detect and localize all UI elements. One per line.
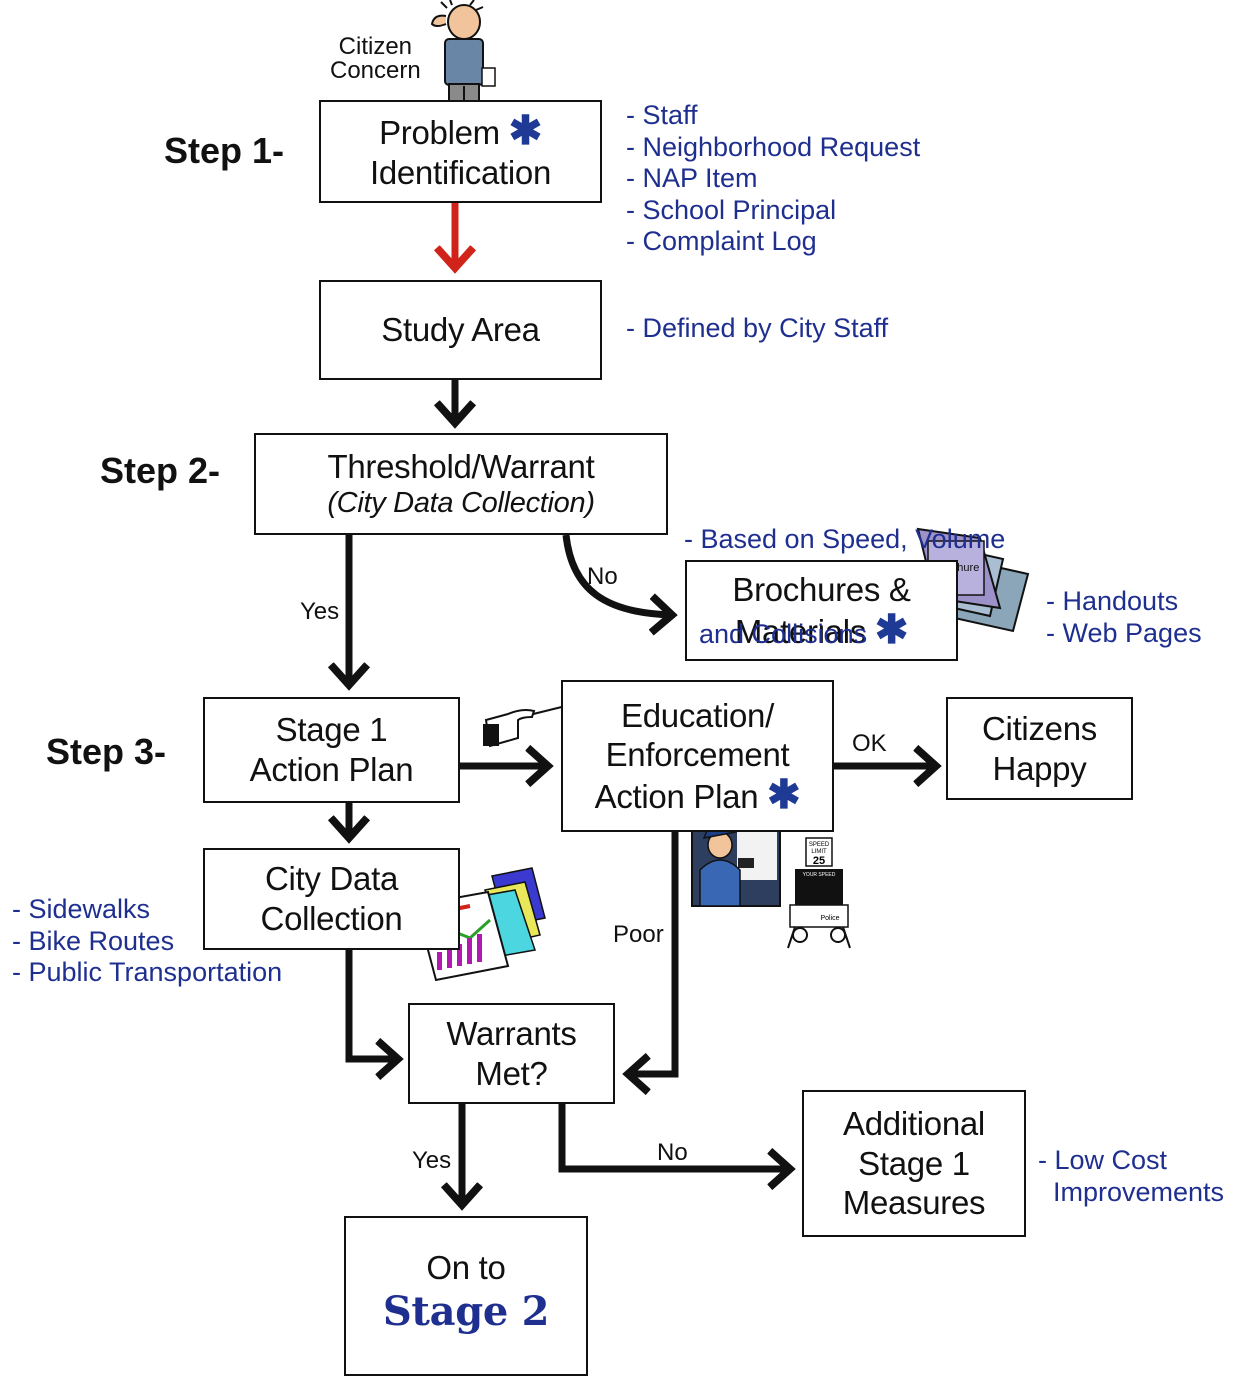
edge-label-yes-warrants: Yes: [412, 1147, 452, 1174]
step-2-label: Step 2-: [100, 450, 221, 491]
list-item: - Low Cost: [1038, 1145, 1168, 1175]
edge-label-ok: OK: [852, 730, 887, 757]
study-area-box[interactable]: Study Area: [319, 280, 602, 380]
arrow-warrants-no: [558, 1104, 790, 1169]
additional-line2: Stage 1: [858, 1144, 970, 1182]
on-to-label: On to: [426, 1249, 506, 1286]
stage2-label: Stage 2: [382, 1287, 550, 1335]
step-3-label: Step 3-: [46, 731, 167, 772]
list-item: - Complaint Log: [626, 226, 817, 256]
edge-label-no-threshold: No: [587, 563, 618, 590]
police-label: Police: [820, 915, 839, 922]
city-data-collection-box[interactable]: City Data Collection: [203, 848, 460, 950]
list-item: - School Principal: [626, 194, 837, 225]
threshold-warrant-box[interactable]: Threshold/Warrant (City Data Collection): [254, 433, 668, 535]
list-item: and Collisions: [684, 618, 868, 649]
list-item: - Neighborhood Request: [626, 131, 921, 162]
citizens-line2: Happy: [992, 749, 1087, 787]
speed-sign-value: 25: [813, 855, 825, 867]
warrants-met-box[interactable]: Warrants Met?: [408, 1003, 615, 1104]
problem-sources-list: - Staff - Neighborhood Request - NAP Ite…: [626, 100, 920, 258]
arrow-citydata-to-warrants: [345, 950, 398, 1059]
problem-identification-box[interactable]: Problem ✱ Identification: [319, 100, 602, 203]
study-area-notes: - Defined by City Staff: [626, 313, 888, 345]
list-item: - Staff: [626, 100, 698, 130]
brochures-materials-box[interactable]: Brochures & Materials ✱: [685, 560, 958, 661]
city-data-notes: - Sidewalks - Bike Routes - Public Trans…: [12, 894, 282, 989]
warrants-line2: Met?: [475, 1054, 548, 1092]
stage1-action-plan-box[interactable]: Stage 1 Action Plan: [203, 697, 460, 803]
citizen-concern-line2: Concern: [330, 57, 421, 84]
asterisk-icon: ✱: [874, 607, 909, 652]
brochures-line2: Materials ✱: [734, 607, 909, 652]
city-data-line2: Collection: [260, 900, 403, 937]
list-item: - Defined by City Staff: [626, 313, 889, 343]
list-item: - Based on Speed, Volume: [684, 524, 1006, 554]
speed-sign-limit: LIMIT: [811, 849, 827, 855]
citizen-concern-label: Citizen Concern: [330, 35, 421, 83]
stage2-box[interactable]: On to Stage 2: [344, 1216, 588, 1376]
stage1-line1: Stage 1: [275, 711, 388, 749]
list-item: - Bike Routes: [12, 925, 175, 956]
edge-label-poor: Poor: [613, 921, 664, 948]
education-line2: Enforcement: [605, 736, 790, 774]
speed-sign-speed: SPEED: [809, 842, 830, 848]
additional-notes: - Low Cost Improvements: [1038, 1145, 1224, 1208]
threshold-sublabel: (City Data Collection): [327, 487, 595, 520]
additional-line3: Measures: [842, 1184, 986, 1222]
police-officer-icon: [691, 823, 781, 907]
list-item: - NAP Item: [626, 163, 758, 193]
pointing-hand-icon: [483, 699, 591, 748]
list-item: - Handouts: [1046, 586, 1179, 616]
speed-trailer-icon: SPEED LIMIT 25 YOUR SPEED Police: [787, 837, 851, 949]
step-1-label: Step 1-: [164, 130, 285, 171]
arrow-threshold-no: [562, 534, 672, 615]
additional-line1: Additional: [843, 1105, 985, 1143]
list-item: Improvements: [1038, 1176, 1225, 1207]
education-line1: Education/: [621, 696, 774, 734]
stage1-line2: Action Plan: [249, 751, 414, 788]
problem-line1: Problem ✱: [379, 108, 543, 153]
citizens-happy-box[interactable]: Citizens Happy: [946, 697, 1133, 800]
education-line3: Action Plan ✱: [594, 772, 801, 817]
arrow-education-poor: [628, 832, 679, 1074]
threshold-label: Threshold/Warrant: [327, 447, 595, 485]
your-speed-label: YOUR SPEED: [803, 872, 836, 878]
asterisk-icon: ✱: [508, 108, 543, 153]
threshold-notes: - Based on Speed, Volume and Collisions: [684, 461, 1005, 682]
edge-label-no-warrants: No: [657, 1139, 688, 1166]
brochures-notes: - Handouts - Web Pages: [1046, 586, 1202, 649]
warrants-line1: Warrants: [446, 1014, 577, 1052]
study-area-label: Study Area: [381, 311, 540, 349]
city-data-line1: City Data: [264, 860, 398, 898]
list-item: - Public Transportation: [12, 957, 283, 987]
brochures-line1: Brochures &: [732, 570, 911, 608]
education-enforcement-box[interactable]: Education/ Enforcement Action Plan ✱: [561, 680, 834, 832]
problem-line2: Identification: [369, 153, 552, 191]
asterisk-icon: ✱: [767, 772, 801, 817]
citizen-concern-line1: Citizen: [338, 33, 413, 60]
list-item: - Sidewalks: [12, 894, 151, 924]
list-item: - Web Pages: [1046, 617, 1202, 648]
edge-label-yes-threshold: Yes: [300, 598, 340, 625]
citizen-figure-icon: [430, 0, 496, 109]
additional-measures-box[interactable]: Additional Stage 1 Measures: [802, 1090, 1026, 1237]
citizens-line1: Citizens: [982, 709, 1097, 747]
